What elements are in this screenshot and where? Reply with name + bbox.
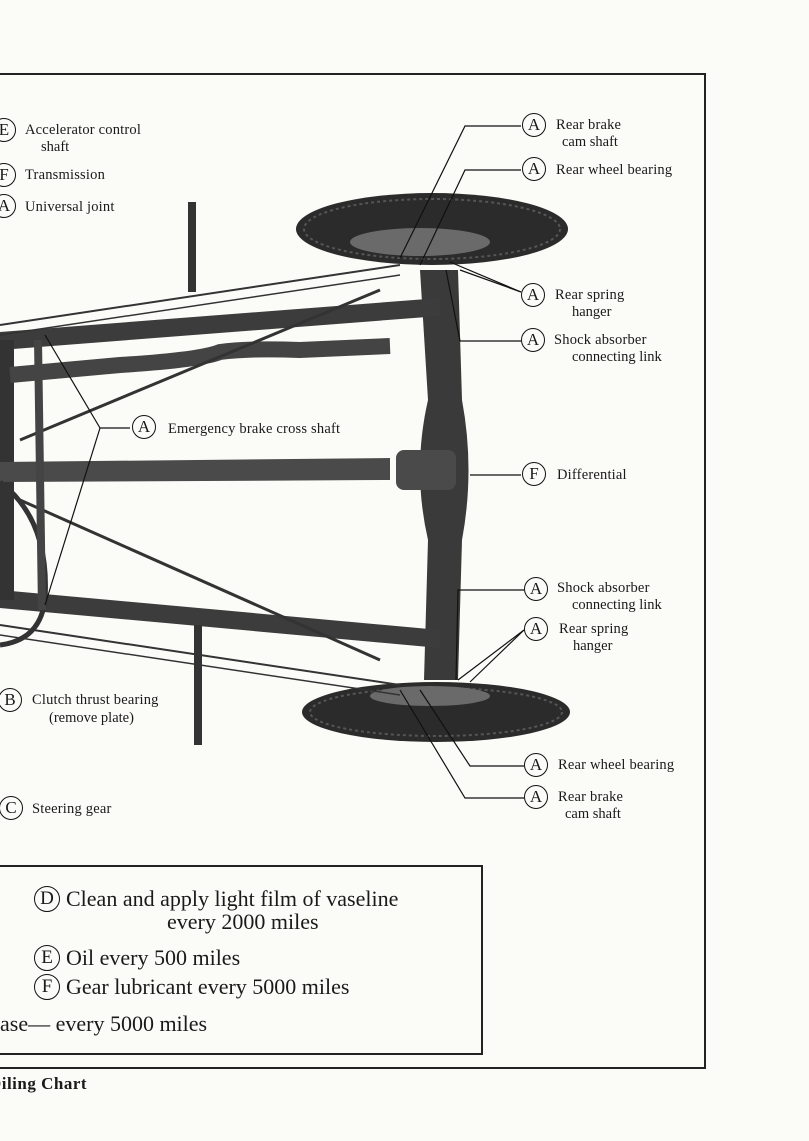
letter-circle: A xyxy=(521,328,545,352)
letter-circle: A xyxy=(524,577,548,601)
rear-tire-top xyxy=(296,193,568,265)
letter-circle: A xyxy=(522,157,546,181)
lubrication-legend: D Clean and apply light film of vaseline… xyxy=(0,865,483,1055)
letter-circle: F xyxy=(34,974,60,1000)
letter-circle: A xyxy=(524,785,548,809)
letter-circle: B xyxy=(0,688,22,712)
exhaust-pipe xyxy=(9,338,391,383)
letter-circle: A xyxy=(524,753,548,777)
letter-circle: E xyxy=(34,945,60,971)
letter-circle: A xyxy=(522,113,546,137)
rear-tire-bottom xyxy=(302,682,570,742)
letter-circle: D xyxy=(34,886,60,912)
letter-circle: A xyxy=(521,283,545,307)
diagram-frame xyxy=(0,73,706,1069)
driveshaft xyxy=(0,458,390,482)
letter-circle: F xyxy=(522,462,546,486)
letter-circle: C xyxy=(0,796,23,820)
letter-circle: A xyxy=(132,415,156,439)
letter-circle: A xyxy=(524,617,548,641)
page-caption: Oiling Chart xyxy=(0,1074,88,1093)
frame-rail-bottom xyxy=(0,590,440,648)
